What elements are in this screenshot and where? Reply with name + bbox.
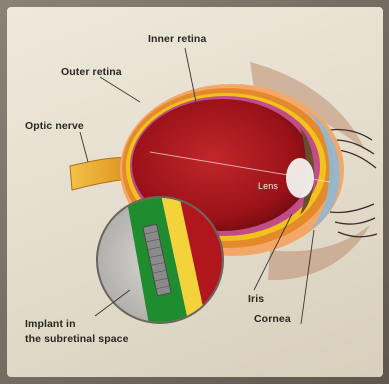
label-optic-nerve: Optic nerve xyxy=(25,120,84,132)
label-implant: Implant in the subretinal space xyxy=(25,317,205,347)
label-implant-line1: Implant in xyxy=(25,318,76,330)
label-outer-retina: Outer retina xyxy=(61,66,122,78)
label-lens: Lens xyxy=(258,181,278,191)
label-cornea: Cornea xyxy=(254,313,291,325)
label-implant-line2: the subretinal space xyxy=(25,333,129,345)
label-iris: Iris xyxy=(248,293,264,305)
lens xyxy=(286,158,314,198)
label-inner-retina: Inner retina xyxy=(148,33,206,45)
